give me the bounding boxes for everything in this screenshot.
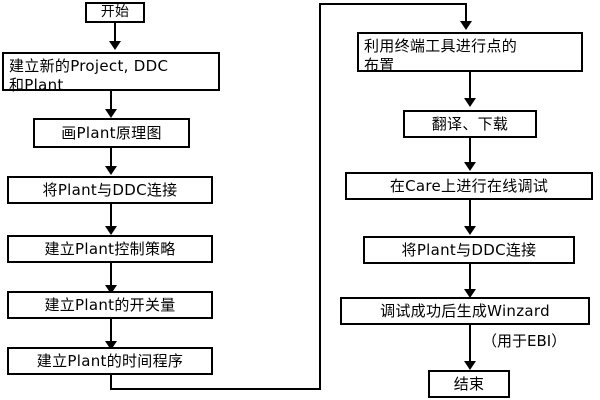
- arrow-rstep4-to-rstep5: [464, 289, 476, 298]
- node-create-project-ddc-plant: 建立新的Project, DDC 和Plant: [2, 52, 220, 94]
- connector-rstep3-to-rstep4: [469, 200, 471, 230]
- connector-step4-to-step5: [110, 263, 112, 289]
- node-generate-winzard: 调试成功后生成Winzard: [340, 297, 590, 325]
- connector-step2-to-step3: [110, 148, 112, 170]
- arrow-rstep3-to-rstep4: [464, 226, 476, 235]
- connector-wrap-up: [319, 3, 321, 390]
- node-end: 结束: [428, 370, 510, 398]
- arrow-rstep1-to-rstep2: [464, 98, 476, 107]
- connector-rstep5-to-end: [469, 325, 471, 366]
- arrow-step1-to-step2: [105, 109, 117, 118]
- node-online-debug-care: 在Care上进行在线调试: [345, 172, 593, 200]
- connector-wrap-bottom: [110, 388, 321, 390]
- node-translate-download: 翻译、下载: [403, 110, 537, 138]
- arrow-step2-to-step3: [105, 166, 117, 175]
- connector-step1-to-step2: [110, 91, 112, 113]
- connector-step5-to-step6: [110, 319, 112, 346]
- node-plant-digital-points: 建立Plant的开关量: [7, 291, 213, 319]
- connector-start-to-step1: [114, 23, 116, 43]
- connector-rstep4-to-rstep5: [469, 264, 471, 294]
- connector-rstep1-to-rstep2: [469, 72, 471, 102]
- arrow-rstep2-to-rstep3: [464, 162, 476, 171]
- arrow-start-to-step1: [109, 41, 121, 50]
- connector-step3-to-step4: [110, 204, 112, 230]
- arrow-step3-to-step4: [105, 226, 117, 235]
- annotation-used-for-ebi: （用于EBI）: [482, 332, 567, 350]
- arrow-wrap-into-right: [460, 21, 472, 30]
- node-plant-time-program: 建立Plant的时间程序: [7, 347, 213, 375]
- arrow-step5-to-step6: [105, 341, 117, 350]
- connector-wrap-top: [319, 3, 467, 5]
- node-draw-plant-schematic: 画Plant原理图: [33, 118, 190, 148]
- node-plant-control-strategy: 建立Plant控制策略: [7, 235, 213, 263]
- connector-rstep2-to-rstep3: [469, 138, 471, 166]
- connector-wrap-into-right: [465, 3, 467, 25]
- node-start: 开始: [85, 2, 145, 23]
- node-connect-plant-ddc-left: 将Plant与DDC连接: [7, 176, 213, 204]
- node-connect-plant-ddc-right: 将Plant与DDC连接: [363, 236, 575, 264]
- node-terminal-tool-point-layout: 利用终端工具进行点的 布置: [357, 32, 583, 74]
- arrow-step4-to-step5: [105, 285, 117, 294]
- connector-wrap-down: [110, 375, 112, 390]
- arrow-rstep5-to-end: [464, 361, 476, 370]
